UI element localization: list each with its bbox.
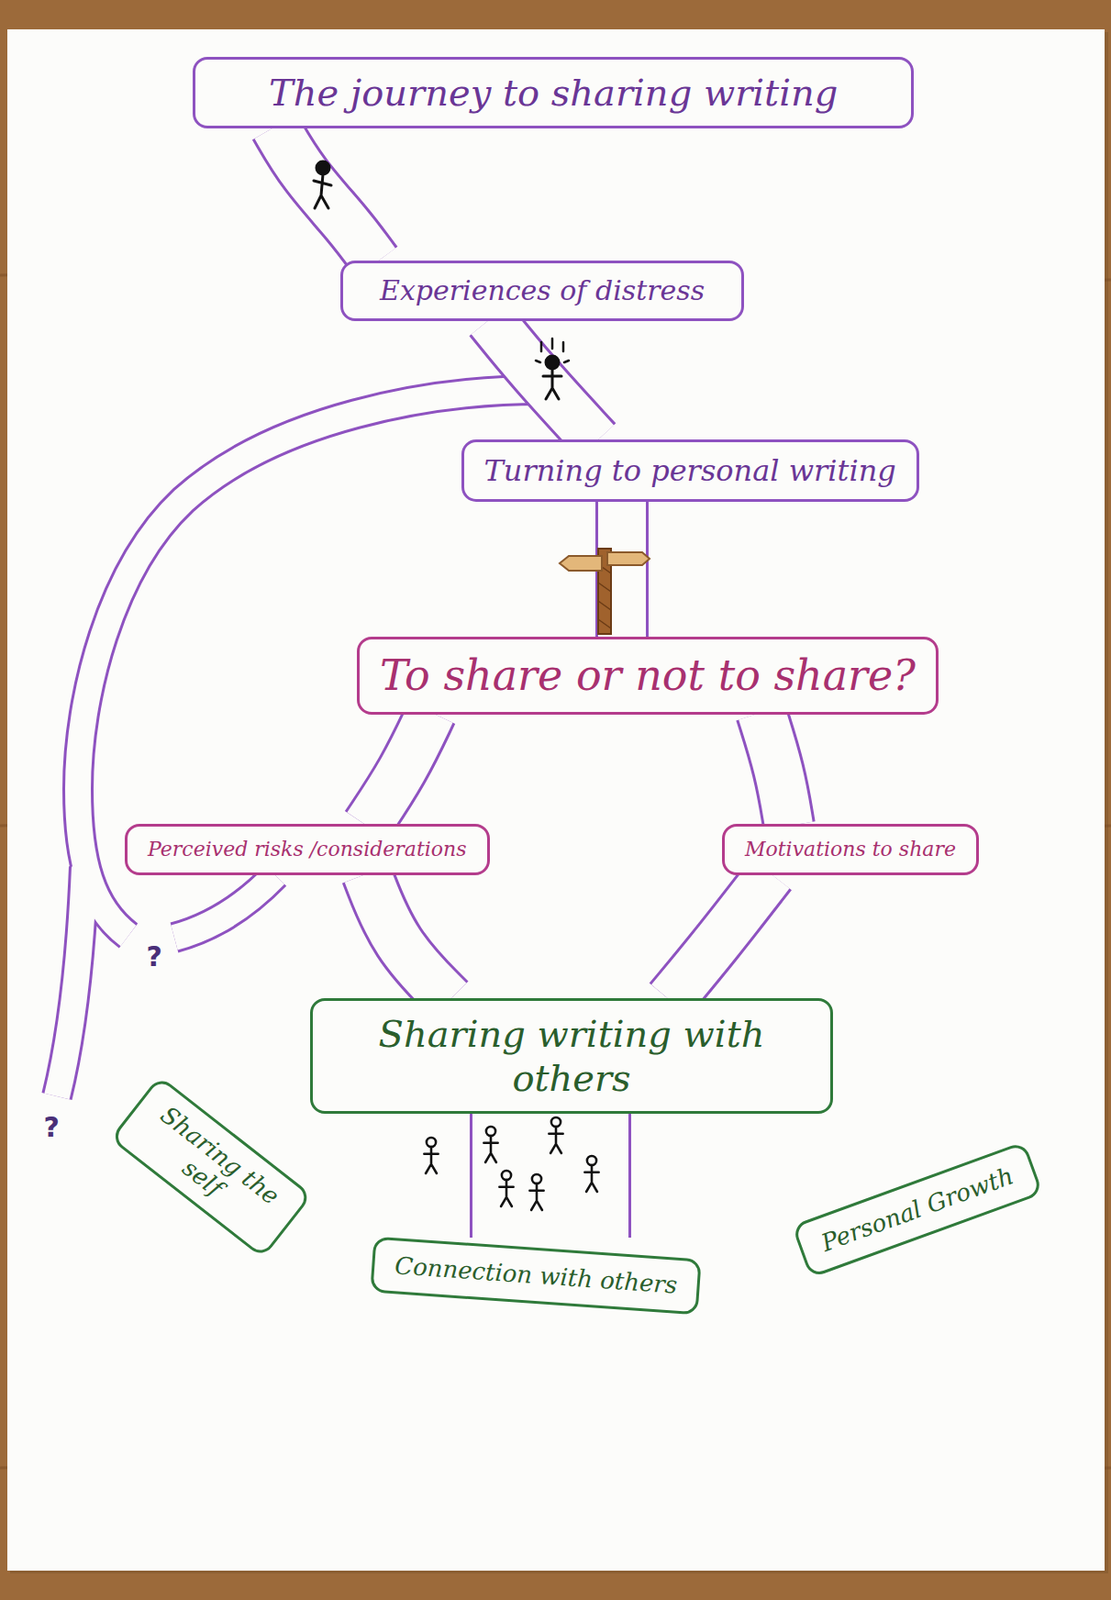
road-outline bbox=[366, 712, 432, 826]
node-text: Experiences of distress bbox=[379, 274, 705, 308]
post-hatch bbox=[598, 564, 612, 629]
question-mark: ? bbox=[41, 1111, 63, 1143]
group-figure bbox=[483, 1126, 498, 1163]
road-connector bbox=[275, 126, 377, 263]
road-surface bbox=[275, 126, 377, 263]
node-text: Turning to personal writing bbox=[484, 453, 897, 489]
node-text: Perceived risks /considerations bbox=[147, 837, 467, 862]
road-outline bbox=[595, 499, 649, 638]
node-text: The journey to sharing writing bbox=[268, 70, 838, 115]
title-box: The journey to sharing writing bbox=[192, 56, 914, 129]
paper-sheet bbox=[7, 29, 1105, 1571]
road-outline bbox=[669, 873, 771, 1000]
road-surface bbox=[366, 873, 450, 1000]
road-outline bbox=[275, 126, 377, 263]
road-connector bbox=[366, 873, 450, 1000]
road-surface bbox=[761, 712, 789, 826]
road-surface bbox=[472, 1111, 629, 1238]
road-outline bbox=[366, 873, 450, 1000]
road-outline bbox=[469, 1111, 632, 1238]
factor-box: Motivations to share bbox=[722, 823, 979, 876]
road-connector bbox=[761, 712, 789, 826]
node-text: To share or not to share? bbox=[379, 650, 916, 701]
outcome-box: Sharing writing with others bbox=[310, 998, 834, 1114]
road-connector bbox=[550, 1111, 552, 1238]
road-connector bbox=[366, 712, 432, 826]
node-text: Connection with others bbox=[393, 1251, 678, 1300]
group-figure bbox=[499, 1170, 513, 1207]
road-connector bbox=[669, 873, 771, 1000]
road-surface bbox=[669, 873, 771, 1000]
node-text: Personal Growth bbox=[817, 1161, 1018, 1258]
group-figure bbox=[584, 1155, 599, 1192]
road-surface bbox=[174, 875, 276, 938]
road-connector bbox=[622, 499, 623, 638]
group-figure bbox=[423, 1137, 438, 1174]
walking-figure bbox=[313, 161, 332, 209]
road-outline bbox=[489, 319, 597, 442]
distressed-figure bbox=[535, 338, 569, 400]
road-outline bbox=[174, 875, 276, 938]
decision-box: To share or not to share? bbox=[356, 636, 939, 715]
node-text: Sharing writing with others bbox=[333, 1011, 811, 1100]
road-outline bbox=[761, 712, 789, 826]
signpost-arm bbox=[607, 552, 650, 566]
road-surface bbox=[598, 499, 646, 638]
signpost bbox=[559, 548, 650, 634]
road-surface bbox=[56, 866, 85, 1097]
road-surface bbox=[366, 712, 432, 826]
node-text: Motivations to share bbox=[744, 837, 956, 862]
node-text: Sharing the self bbox=[132, 1096, 290, 1238]
stage-box: Turning to personal writing bbox=[461, 439, 920, 502]
factor-box: Perceived risks /considerations bbox=[124, 823, 490, 876]
road-connector bbox=[489, 319, 597, 442]
stage-box: Experiences of distress bbox=[340, 260, 745, 322]
question-mark: ? bbox=[144, 941, 166, 972]
theme-box: Personal Growth bbox=[791, 1140, 1045, 1278]
group-figure bbox=[548, 1117, 563, 1154]
road-surface bbox=[489, 319, 597, 442]
theme-box: Connection with others bbox=[369, 1235, 702, 1315]
group-figure bbox=[529, 1174, 544, 1211]
theme-box: Sharing the self bbox=[109, 1075, 312, 1259]
signpost-arm bbox=[559, 555, 602, 571]
road-outline bbox=[56, 866, 85, 1097]
